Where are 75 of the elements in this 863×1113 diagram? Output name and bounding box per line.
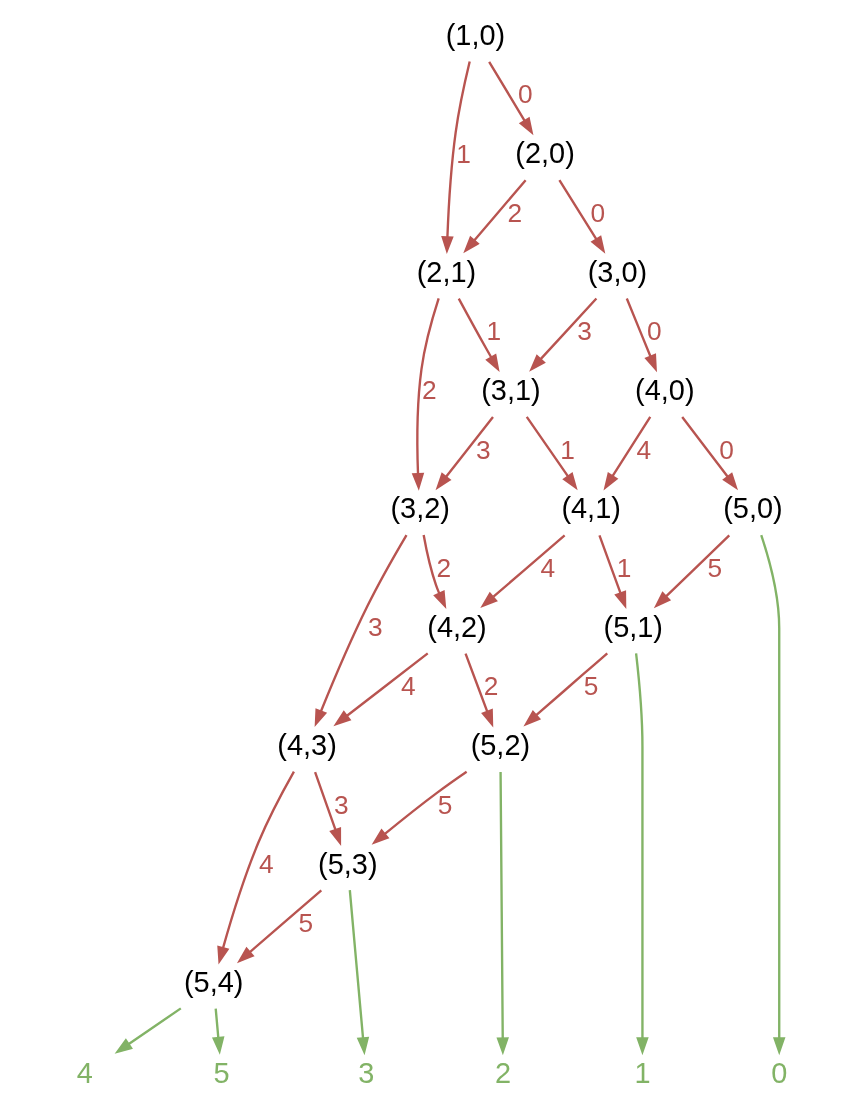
node-text: (5,1) (603, 610, 663, 643)
node-text: (2,1) (416, 255, 476, 288)
edge-label: 4 (258, 848, 274, 879)
arrow (462, 179, 527, 254)
arrow (435, 416, 494, 491)
edge-label: 3 (475, 434, 491, 465)
node-text: 0 (770, 1056, 787, 1089)
node-text: 2 (494, 1056, 511, 1089)
node-text: (4,1) (560, 492, 621, 525)
node-text: (3,0) (587, 255, 647, 288)
edge-label: 1 (559, 434, 575, 465)
arrow (603, 416, 651, 491)
node-text: (5,4) (183, 965, 243, 998)
edge-label: 0 (718, 434, 734, 465)
node-text: 4 (76, 1056, 93, 1089)
node-text: (3,1) (480, 374, 541, 407)
arrow (348, 889, 369, 1056)
edge-label: 5 (706, 552, 722, 583)
edge-label: 1 (616, 552, 631, 583)
edge-label: 1 (455, 138, 471, 169)
node-text: (5,0) (722, 492, 783, 525)
arrow (440, 61, 471, 255)
edge-label: 4 (400, 671, 416, 702)
edge-label: 2 (483, 671, 499, 702)
arrow (487, 61, 533, 136)
edge-label: 4 (539, 552, 555, 583)
edge-label: 5 (437, 789, 452, 820)
edge-label: 5 (297, 908, 313, 939)
node-text: (4,2) (426, 610, 487, 643)
edge-label: 3 (333, 789, 349, 820)
node-text: (5,2) (470, 729, 530, 762)
node-text: (4,3) (276, 729, 337, 762)
arrow (332, 652, 428, 727)
arrow (114, 1007, 181, 1054)
node-text: 5 (213, 1056, 230, 1089)
edge-label: 4 (635, 434, 651, 465)
arrow (557, 179, 605, 254)
node-text: 3 (357, 1056, 374, 1089)
arrow (411, 298, 440, 491)
node-text: 1 (633, 1056, 650, 1089)
node-text: (4,0) (634, 374, 695, 407)
arrow (463, 653, 493, 728)
arrow (314, 534, 408, 728)
arrow (634, 653, 649, 1056)
arrow (236, 889, 322, 964)
arrow (479, 534, 565, 609)
arrow (313, 771, 341, 846)
arrow (680, 416, 738, 491)
edge-label: 0 (517, 79, 533, 110)
arrow (653, 534, 730, 609)
arrow (457, 298, 500, 373)
edge-label: 3 (576, 316, 592, 347)
node-text: (3,2) (389, 492, 450, 525)
arrow (211, 1008, 224, 1055)
edge-label: 2 (507, 197, 522, 228)
arrow (759, 534, 785, 1056)
arrow (371, 770, 467, 845)
edge-label: 0 (646, 316, 662, 347)
edge-label: 5 (583, 671, 598, 702)
edge-label: 2 (436, 552, 451, 583)
arrow (625, 298, 657, 373)
edge-label: 3 (367, 612, 383, 643)
edge-label: 1 (486, 316, 501, 347)
arrow (597, 534, 626, 610)
edge-label: 2 (421, 375, 437, 406)
node-text: (1,0) (445, 19, 505, 51)
node-text: (2,0) (514, 137, 575, 170)
arrow (522, 652, 608, 727)
edge-label: 0 (589, 197, 605, 228)
arrow (525, 416, 578, 491)
node-text: (5,3) (317, 847, 378, 880)
arrow (422, 534, 446, 609)
arrow (495, 772, 509, 1056)
arrow (528, 297, 597, 372)
arrow (216, 771, 295, 965)
